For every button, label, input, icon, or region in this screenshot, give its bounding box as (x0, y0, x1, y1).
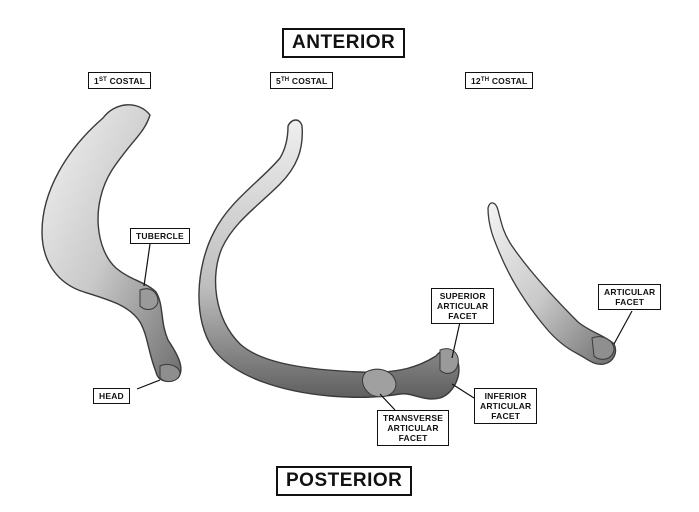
twelfth-rib-header: 12TH COSTAL (465, 72, 534, 89)
first-rib-bone (41, 104, 182, 383)
leader-lines (136, 243, 633, 411)
fifth-rib-bone (198, 119, 460, 400)
tubercle-label: TUBERCLE (130, 228, 190, 244)
head-label: HEAD (93, 388, 130, 404)
posterior-title: POSTERIOR (276, 466, 413, 496)
first-rib-header: 1ST COSTAL (88, 72, 152, 89)
anterior-title: ANTERIOR (282, 28, 406, 58)
fifth-rib-header: 5TH COSTAL (270, 72, 334, 89)
